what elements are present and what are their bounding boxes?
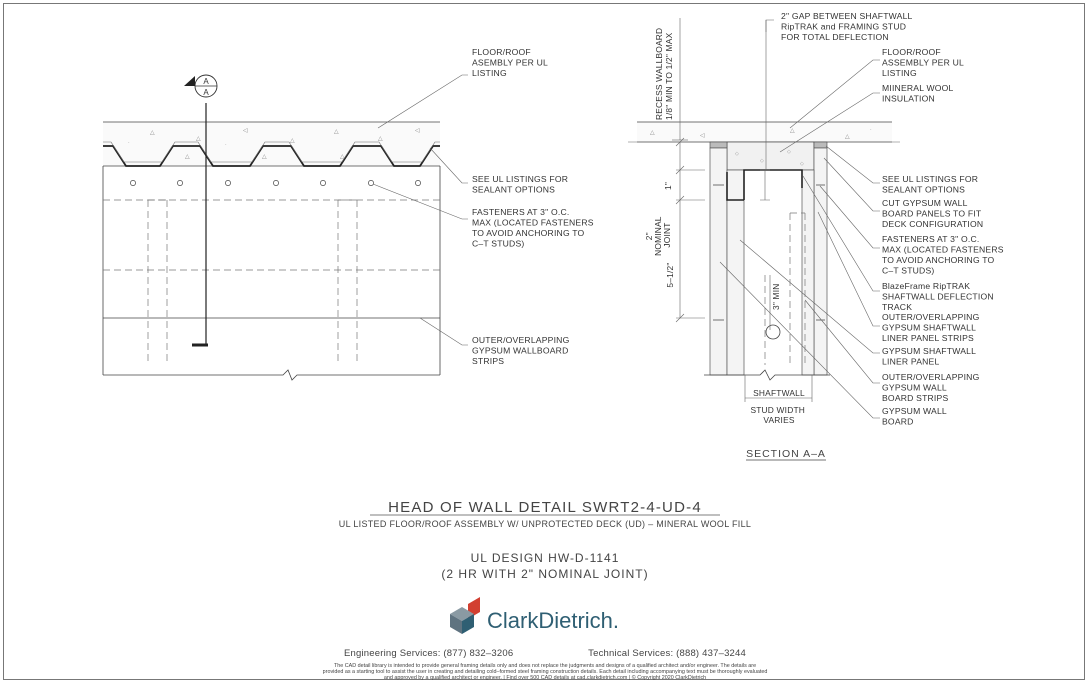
label-cut-gypsum: CUT GYPSUM WALL BOARD PANELS TO FIT DECK… [882,198,984,229]
section-label: SECTION A–A [746,448,826,460]
concrete-speckles: △ △ ◁ △ △ △ ◁ · △ △ △ · [128,128,420,160]
svg-text:·: · [870,127,872,133]
label-liner-panel: GYPSUM SHAFTWALL LINER PANEL [882,346,978,367]
ul-design-rating: (2 HR WITH 2" NOMINAL JOINT) [441,567,648,581]
section-a-a: △ ◁ △ △ · ◇ ◇ ◇ ◇ [628,11,1006,461]
svg-text:◁: ◁ [700,133,705,139]
dim-nominal-joint: 2" NOMINAL JOINT [644,214,672,256]
technical-services: Technical Services: (888) 437–3244 [588,648,747,659]
dim-five-half: 5–1/2" [665,262,675,287]
disclaimer-line-1: The CAD detail library is intended to pr… [333,663,757,669]
dim-stud-width: STUD WIDTH VARIES [750,405,807,425]
service-line: Engineering Services: (877) 832–3206 Tec… [0,648,1090,659]
svg-text:△: △ [845,134,850,140]
svg-text:△: △ [185,154,190,160]
label-riptrak: BlazeFrame RipTRAK SHAFTWALL DEFLECTION … [882,281,996,312]
label-mineral-wool: MIINERAL WOOL INSULATION [882,83,956,104]
left-leaders [372,74,468,346]
svg-text:·: · [225,142,227,148]
head-of-wall-drawing: △ △ ◁ △ △ △ ◁ · △ △ △ · [102,11,1006,634]
dim-three-min: 3" MIN [771,283,781,310]
section-dimensions [672,18,813,402]
disclaimer-line-3: and approved by a qualified architect or… [383,675,707,681]
label-outer-strips-left: OUTER/OVERLAPPING GYPSUM WALLBOARD STRIP… [472,335,572,366]
engineering-services: Engineering Services: (877) 832–3206 [343,648,514,659]
svg-text:◇: ◇ [787,149,791,155]
svg-text:◁: ◁ [243,128,248,134]
svg-text:◇: ◇ [735,151,739,157]
section-marker-top: A [203,77,209,86]
detail-title: HEAD OF WALL DETAIL SWRT2-4-UD-4 [388,499,702,516]
label-liner-strips: OUTER/OVERLAPPING GYPSUM SHAFTWALL LINER… [882,312,982,343]
svg-text:◁: ◁ [415,128,420,134]
label-sealant-right: SEE UL LISTINGS FOR SEALANT OPTIONS [882,174,981,195]
svg-text:△: △ [340,154,345,160]
clarkdietrich-logo: ClarkDietrich. [450,597,619,634]
svg-text:·: · [128,140,130,146]
brand-wordmark: ClarkDietrich. [487,608,619,633]
label-fasteners-right: FASTENERS AT 3" O.C. MAX (LOCATED FASTEN… [882,234,1006,276]
ul-design: UL DESIGN HW-D-1141 [471,551,620,565]
section-marker-bottom: A [203,88,209,97]
label-sealant-left: SEE UL LISTINGS FOR SEALANT OPTIONS [472,174,571,195]
wool-speckles: ◇ ◇ ◇ ◇ [735,149,804,167]
section-marker: A A [184,74,218,98]
svg-text:△: △ [790,128,795,134]
svg-text:△: △ [334,129,339,135]
svg-text:△: △ [378,136,383,142]
svg-text:◇: ◇ [760,158,764,164]
dim-recess: RECESS WALLBOARD 1/8" MIN TO 1/2" MAX [654,25,674,120]
label-floor-roof-left: FLOOR/ROOF ASEMBLY PER UL LISTING [472,47,550,78]
label-fasteners-left: FASTENERS AT 3" O.C. MAX (LOCATED FASTEN… [472,207,596,249]
dim-one-inch: 1" [663,182,673,190]
label-gap: 2" GAP BETWEEN SHAFTWALL RipTRAK and FRA… [781,11,915,42]
svg-text:△: △ [150,130,155,136]
svg-text:△: △ [196,136,201,142]
detail-subtitle: UL LISTED FLOOR/ROOF ASSEMBLY W/ UNPROTE… [339,519,751,529]
label-gypsum-board: GYPSUM WALL BOARD [882,406,949,427]
svg-text:△: △ [290,138,295,144]
label-board-strips: OUTER/OVERLAPPING GYPSUM WALL BOARD STRI… [882,372,982,403]
section-speckles: △ ◁ △ △ · [650,127,872,140]
section-leaders [719,19,880,419]
disclaimer-line-2: provided as a starting tool to assist th… [322,669,768,675]
left-elevation: △ △ ◁ △ △ △ ◁ · △ △ △ · [102,47,596,381]
dim-shaftwall: SHAFTWALL [753,388,805,398]
drawing-frame [3,3,1085,680]
svg-text:◇: ◇ [800,161,804,167]
svg-text:△: △ [262,154,267,160]
svg-text:△: △ [650,130,655,136]
label-floor-roof-right: FLOOR/ROOF ASSEMBLY PER UL LISTING [882,47,966,78]
fastener-row [130,180,421,186]
